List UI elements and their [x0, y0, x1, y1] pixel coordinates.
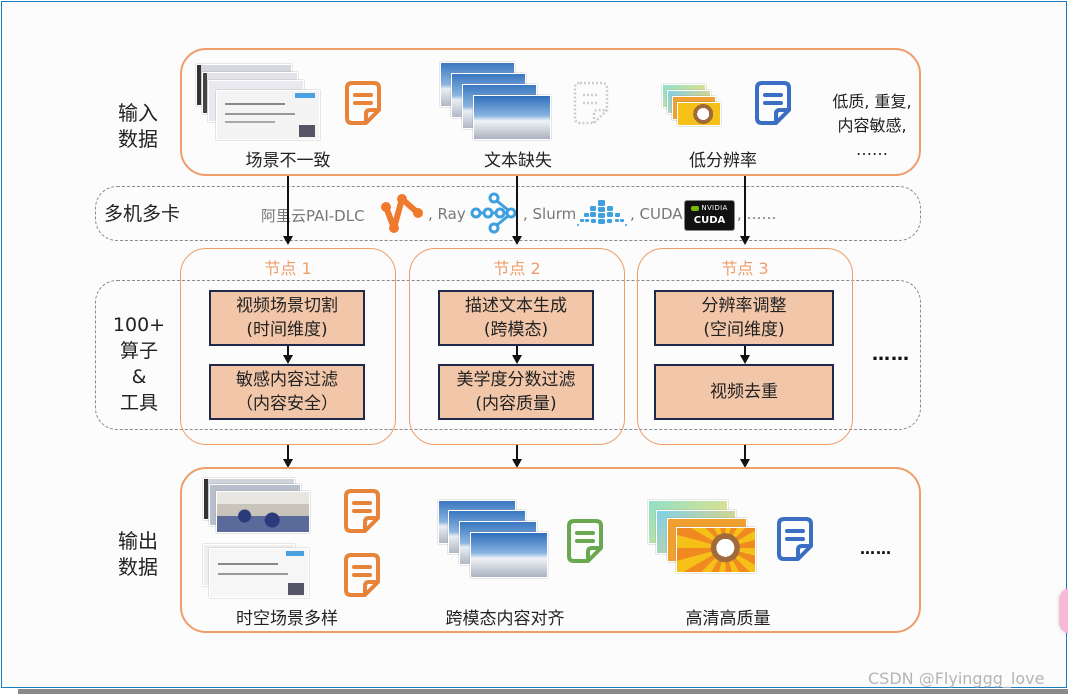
- flow-line: [287, 445, 289, 461]
- operator-detail: (跨模态): [483, 320, 549, 340]
- tool-ray-label: , Ray: [428, 205, 466, 223]
- connector-line: [516, 346, 518, 357]
- arrow-down-icon: [283, 459, 293, 468]
- flow-line: [287, 176, 289, 236]
- tool-pai-dlc-label: 阿里云PAI-DLC: [261, 207, 365, 225]
- output-data-label: 输出 数据: [118, 529, 158, 579]
- operator-name: 视频去重: [710, 382, 778, 402]
- operators-panel: [95, 280, 921, 430]
- arrow-down-icon: [512, 459, 522, 468]
- arrow-down-icon: [740, 355, 750, 364]
- operator-name: 美学度分数过滤: [456, 370, 576, 390]
- snow-landscape-frames-image: [440, 62, 555, 142]
- tool-cuda-label: , CUDA: [630, 205, 683, 223]
- missing-document-icon: [573, 81, 609, 125]
- operator-box: 敏感内容过滤 （内容安全）: [209, 364, 365, 420]
- node-2-title: 节点 2: [493, 259, 541, 278]
- tool-slurm-label: , Slurm: [523, 205, 577, 223]
- node-1-panel: [180, 248, 396, 445]
- arrow-down-icon: [512, 355, 522, 364]
- output-data-panel: [180, 467, 921, 633]
- operator-box: 视频场景切割 (时间维度): [209, 290, 365, 346]
- output-caption-1: 时空场景多样: [236, 609, 338, 629]
- cuda-badge-text: CUDA: [693, 215, 726, 226]
- arrow-down-icon: [740, 459, 750, 468]
- tool-more-label: , ……: [737, 205, 777, 223]
- lecture-frames-image: [203, 544, 313, 600]
- classroom-frames-image: [203, 478, 313, 536]
- input-caption-1: 场景不一致: [245, 151, 331, 171]
- operator-box: 视频去重: [654, 364, 834, 420]
- nvidia-cuda-icon: NVIDIA CUDA: [684, 200, 735, 231]
- flow-line: [744, 176, 746, 236]
- cartoon-frames-image: [648, 500, 758, 582]
- input-caption-3: 低分辨率: [689, 151, 757, 171]
- orange-document-icon: [344, 489, 380, 533]
- horizontal-scrollbar[interactable]: [18, 689, 1068, 694]
- compute-label: 多机多卡: [103, 203, 180, 225]
- arrow-down-icon: [740, 236, 750, 245]
- flow-line: [744, 445, 746, 461]
- nvidia-badge-text: NVIDIA: [701, 204, 728, 212]
- orange-document-icon: [344, 553, 380, 597]
- input-data-label: 输入 数据: [118, 101, 158, 151]
- operator-detail: （内容安全）: [236, 394, 338, 414]
- operator-box: 分辨率调整 (空间维度): [654, 290, 834, 346]
- operator-name: 视频场景切割: [236, 296, 338, 316]
- operator-detail: (空间维度): [703, 320, 785, 340]
- operators-label: 100+ 算子 & 工具: [112, 314, 166, 414]
- node-1-title: 节点 1: [264, 259, 312, 278]
- operator-box: 描述文本生成 (跨模态): [438, 290, 594, 346]
- floating-assistant-button[interactable]: [1059, 588, 1068, 634]
- arrow-down-icon: [283, 355, 293, 364]
- csdn-watermark: CSDN @Flyinggg_love: [868, 669, 1045, 688]
- input-data-panel: [180, 48, 921, 176]
- pai-dlc-icon: [381, 194, 423, 233]
- cartoon-frames-image: [662, 84, 722, 126]
- connector-line: [744, 346, 746, 357]
- green-document-icon: [567, 519, 603, 563]
- arrow-down-icon: [283, 236, 293, 245]
- more-outputs-ellipsis: ……: [860, 540, 892, 558]
- blue-document-icon: [755, 81, 791, 125]
- arrow-down-icon: [512, 236, 522, 245]
- operator-name: 分辨率调整: [701, 296, 787, 316]
- ray-icon: [470, 192, 517, 234]
- blue-document-icon: [777, 517, 813, 561]
- output-caption-2: 跨模态内容对齐: [445, 609, 565, 629]
- node-3-panel: [637, 248, 853, 445]
- operator-name: 描述文本生成: [465, 296, 567, 316]
- input-extra-issues: 低质, 重复, 内容敏感, ……: [832, 92, 912, 159]
- orange-document-icon: [345, 81, 381, 125]
- lecture-video-frames-image: [196, 64, 324, 142]
- slurm-icon: [577, 200, 627, 226]
- operator-name: 敏感内容过滤: [236, 370, 338, 390]
- operator-detail: (内容质量): [475, 394, 557, 414]
- more-operators-ellipsis: ……: [872, 344, 910, 365]
- snow-landscape-frames-image: [438, 500, 553, 580]
- node-3-title: 节点 3: [721, 259, 769, 278]
- node-2-panel: [409, 248, 625, 445]
- compute-panel: [95, 186, 921, 241]
- flow-line: [516, 176, 518, 236]
- output-caption-3: 高清高质量: [685, 609, 771, 629]
- operator-box: 美学度分数过滤 (内容质量): [438, 364, 594, 420]
- connector-line: [287, 346, 289, 357]
- input-caption-2: 文本缺失: [484, 151, 552, 171]
- operator-detail: (时间维度): [246, 320, 328, 340]
- flow-line: [516, 445, 518, 461]
